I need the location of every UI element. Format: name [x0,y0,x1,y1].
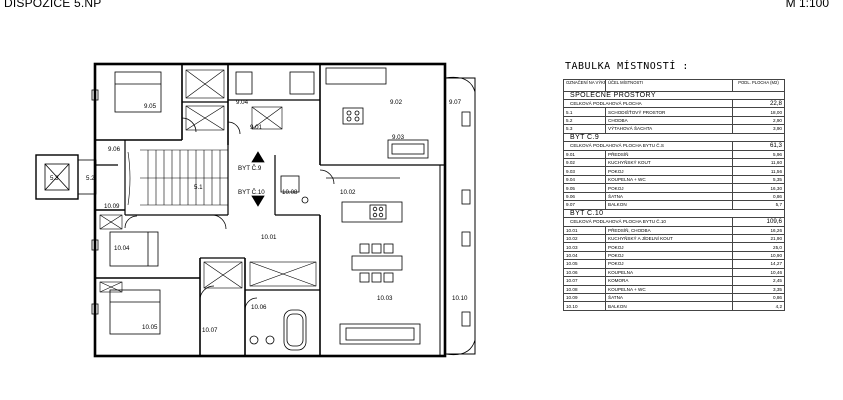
elevator-cross-2 [44,163,70,191]
bathtub [283,309,307,351]
bed-10-04 [109,231,159,267]
room-label-9-06: 9.06 [108,146,121,153]
drawing-title: DISPOZICE 5.NP [4,0,102,10]
header-area: PODL. PLOCHA (M2) [732,79,785,92]
bath-fixture-9 [289,71,315,95]
room-label-5-2: 5.2 [86,175,95,182]
room-label-5-3: 5.3 [50,175,59,182]
total-value: 109,6 [732,217,785,227]
sofa-9 [387,139,429,159]
room-label-9-03: 9.03 [392,134,405,141]
bed-10-05 [109,289,161,335]
table-title: TABULKA MÍSTNOSTÍ : [565,61,689,72]
apartment-label-9: BYT Č.9 [238,165,262,172]
header-purpose: ÚČEL MÍSTNOSTI [605,79,733,92]
floor-plan: 9.05 9.04 9.02 9.07 9.01 9.03 9.06 5.2 5… [35,62,476,358]
room-label-10-09: 10.09 [104,203,120,210]
shower-9 [235,71,253,95]
room-label-5-1: 5.1 [194,184,203,191]
dining-table [351,255,403,271]
section-heading: BYT Č.10 [563,208,785,219]
balcony-corner-top [444,76,476,93]
room-label-10-08: 10.08 [282,189,298,196]
header-code: OZNAČENÍ NA VÝKRESE [563,79,606,92]
balcony-corner-bottom [444,339,476,356]
hob-9 [342,107,364,125]
window-right-2 [461,189,471,205]
total-value: 22,8 [732,98,785,109]
room-table: OZNAČENÍ NA VÝKRESE ÚČEL MÍSTNOSTI PODL.… [563,79,785,311]
balcony-outline [444,77,476,355]
room-label-10-10: 10.10 [452,295,468,302]
window-right-4 [461,311,471,327]
room-label-10-06: 10.06 [251,304,267,311]
kitchen-counter-9 [325,67,387,85]
room-label-9-05: 9.05 [144,103,157,110]
section-heading: BYT Č.9 [563,132,785,143]
sofa-10 [339,323,421,345]
room-label-10-04: 10.04 [114,245,130,252]
total-label: CELKOVÁ PODLAHOVÁ PLOCHA [563,98,733,109]
room-label-10-05: 10.05 [142,324,158,331]
shower-10 [280,175,300,193]
wardrobes [99,69,317,293]
elevator-cabin [44,163,70,191]
total-label: CELKOVÁ PODLAHOVÁ PLOCHA BYTU Č.10 [563,217,733,227]
staircase [127,149,228,206]
kitchen-island-10 [341,201,403,223]
room-label-10-02: 10.02 [340,189,356,196]
room-label-10-03: 10.03 [377,295,393,302]
bed-9-05 [114,71,162,113]
drawing-scale: M 1:100 [785,0,829,10]
room-label-10-01: 10.01 [261,234,277,241]
room-label-9-01: 9.01 [250,124,263,131]
room-label-9-04: 9.04 [236,99,249,106]
window-right-3 [461,231,471,247]
room-label-10-07: 10.07 [202,327,218,334]
total-value: 61,3 [732,141,785,151]
total-label: CELKOVÁ PODLAHOVÁ PLOCHA BYTU Č.S [563,141,733,151]
apartment-label-10: BYT Č.10 [238,189,265,196]
corridor-link [77,159,97,195]
window-right-1 [461,111,471,127]
room-label-9-07: 9.07 [449,99,462,106]
room-label-9-02: 9.02 [390,99,403,106]
table-header-row: OZNAČENÍ NA VÝKRESE ÚČEL MÍSTNOSTI PODL.… [563,79,785,92]
section-heading: SPOLEČNÉ PROSTORY [563,90,785,100]
